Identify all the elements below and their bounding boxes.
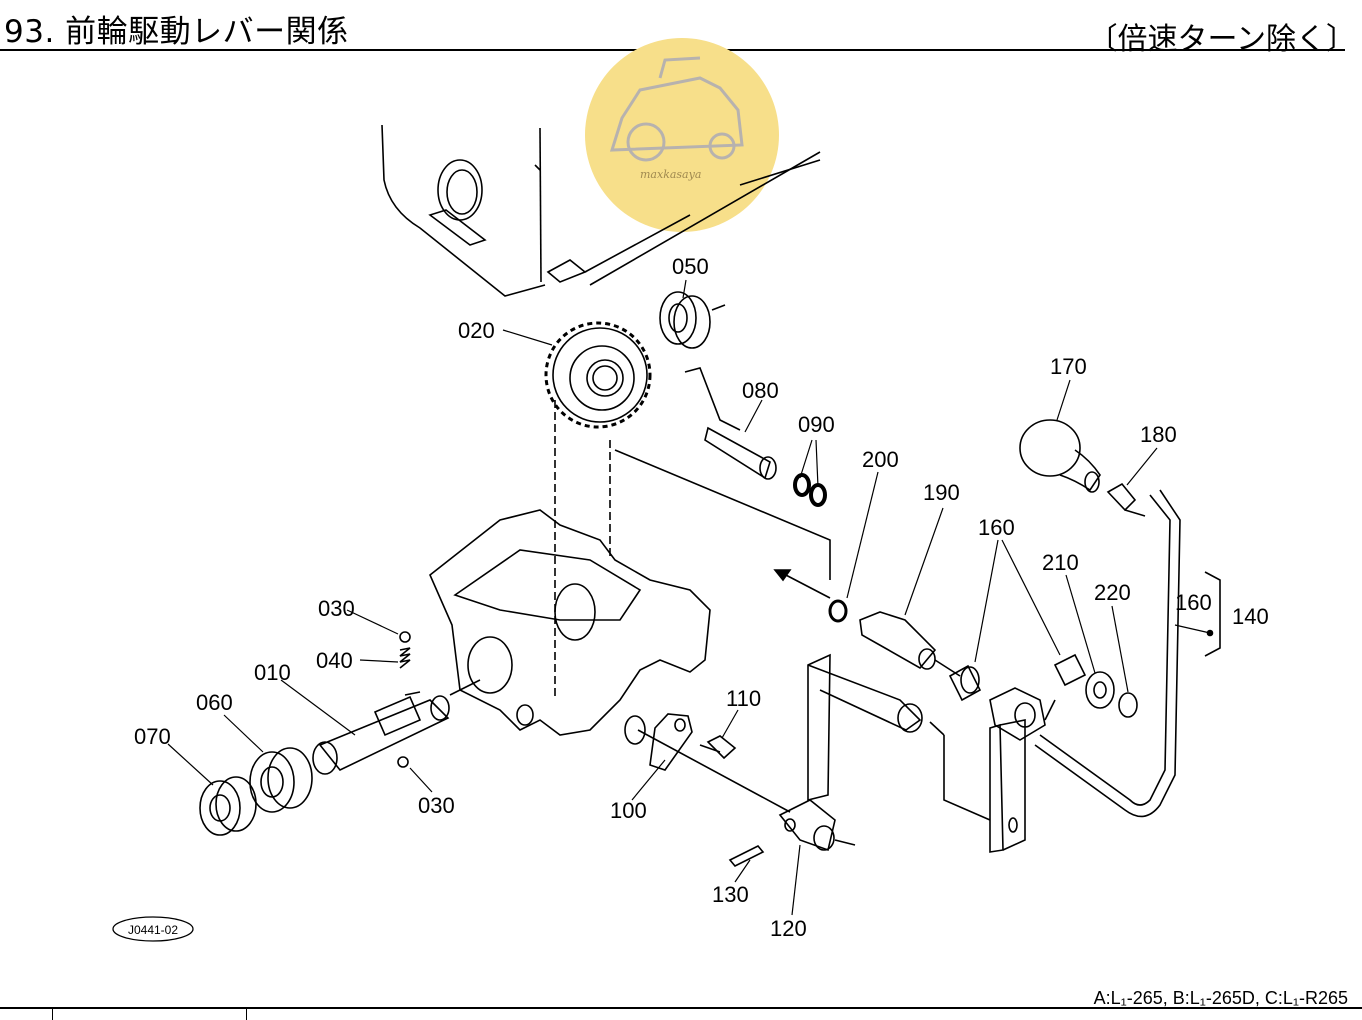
callout-030-a: 030: [318, 596, 355, 621]
callout-220: 220: [1094, 580, 1131, 605]
callout-120: 120: [770, 916, 807, 941]
figure-id: J0441-02: [128, 923, 178, 937]
watermark-logo: maxkasaya: [585, 38, 779, 232]
variant-note: 〔倍速ターン除く〕: [1087, 22, 1357, 57]
bearing-070: [199, 776, 257, 836]
svg-text:maxkasaya: maxkasaya: [640, 168, 701, 181]
callout-140: 140: [1232, 604, 1269, 629]
callout-labels: 050 020 080 090 200 190 160 210 220 170 …: [134, 254, 1269, 941]
callout-130: 130: [712, 882, 749, 907]
callout-080: 080: [742, 378, 779, 403]
callout-010: 010: [254, 660, 291, 685]
gear-020: [544, 321, 652, 429]
callout-210: 210: [1042, 550, 1079, 575]
callout-160-b: 160: [1175, 590, 1212, 615]
model-applicability: A:L₁-265, B:L₁-265D, C:L₁-R265: [1093, 988, 1348, 1008]
bearing-050: [659, 291, 726, 349]
figure-id-badge: J0441-02: [112, 916, 194, 942]
callout-060: 060: [196, 690, 233, 715]
lever-120: [778, 653, 923, 852]
callout-050: 050: [672, 254, 709, 279]
callout-100: 100: [610, 798, 647, 823]
footer-divider: [246, 1007, 247, 1020]
footer-rule: [0, 1007, 1362, 1009]
callout-090: 090: [798, 412, 835, 437]
footer-divider: [52, 1007, 53, 1020]
lever-140: [989, 482, 1181, 853]
callout-070: 070: [134, 724, 171, 749]
callout-200: 200: [862, 447, 899, 472]
callout-160-a: 160: [978, 515, 1015, 540]
knob-170: [1019, 419, 1101, 493]
callout-030-b: 030: [418, 793, 455, 818]
shaft-080: [684, 367, 777, 480]
lever-case: [429, 400, 831, 745]
bearing-060: [249, 747, 313, 813]
shaft-010: [312, 679, 481, 775]
pin-190: [859, 611, 961, 677]
page-title: 93. 前輪駆動レバー関係: [4, 14, 349, 50]
gasket-100: [649, 713, 693, 771]
callout-040: 040: [316, 648, 353, 673]
callout-170: 170: [1050, 354, 1087, 379]
callout-020: 020: [458, 318, 495, 343]
callout-190: 190: [923, 480, 960, 505]
callout-110: 110: [726, 686, 761, 711]
callout-180: 180: [1140, 422, 1177, 447]
